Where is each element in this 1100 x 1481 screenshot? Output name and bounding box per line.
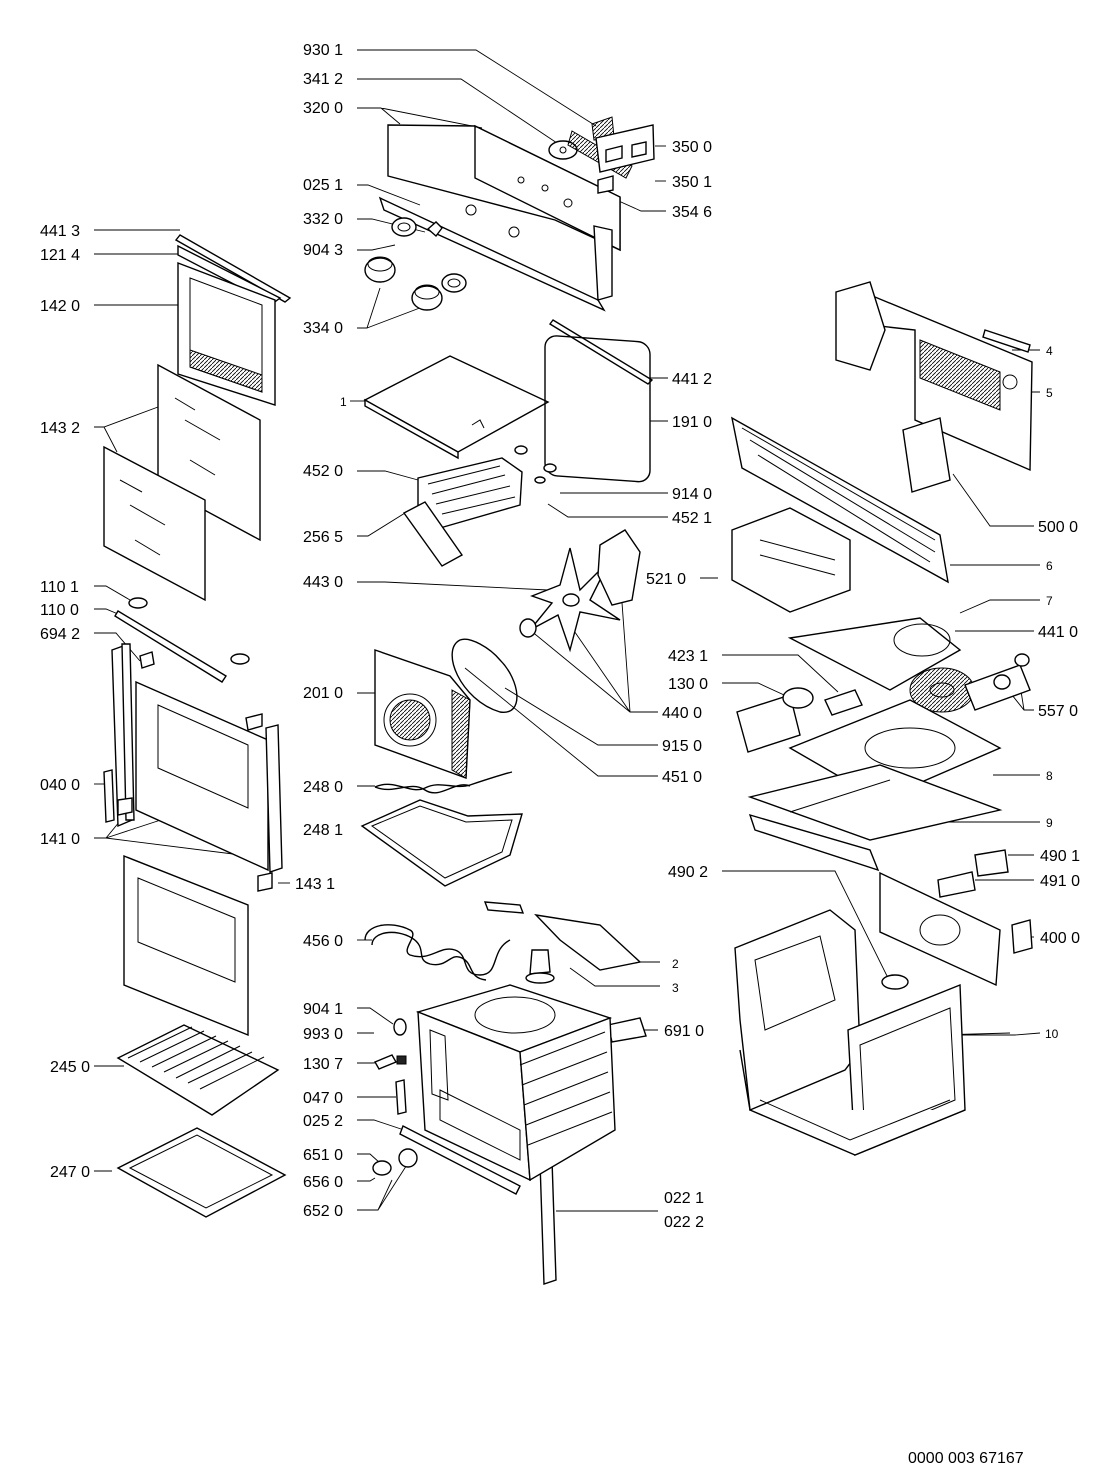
label-441-0: 441 0 [1038, 624, 1078, 641]
document-code: 0000 003 67167 [908, 1450, 1024, 1467]
label-025-1: 025 1 [303, 177, 343, 194]
label-10: 10 [1045, 1027, 1059, 1041]
label-557-0: 557 0 [1038, 703, 1078, 720]
label-130-7: 130 7 [303, 1056, 343, 1073]
label-490-1: 490 1 [1040, 848, 1080, 865]
label-441-3: 441 3 [40, 223, 80, 240]
label-651-0: 651 0 [303, 1147, 343, 1164]
label-491-0: 491 0 [1040, 873, 1080, 890]
label-121-4: 121 4 [40, 247, 80, 264]
part-labels: 930 1 341 2 320 0 350 0 350 1 025 1 354 … [40, 42, 1080, 1231]
label-320-0: 320 0 [303, 100, 343, 117]
label-040-0: 040 0 [40, 777, 80, 794]
label-423-1: 423 1 [668, 648, 708, 665]
label-441-2: 441 2 [672, 371, 712, 388]
label-110-0: 110 0 [40, 602, 79, 619]
leader-lines [94, 49, 1041, 1212]
label-452-0: 452 0 [303, 463, 343, 480]
label-022-2: 022 2 [664, 1214, 704, 1231]
label-1: 1 [340, 395, 347, 409]
label-247-0: 247 0 [50, 1164, 90, 1181]
label-656-0: 656 0 [303, 1174, 343, 1191]
label-248-1: 248 1 [303, 822, 343, 839]
label-022-1: 022 1 [664, 1190, 704, 1207]
label-354-6: 354 6 [672, 204, 712, 221]
label-143-2: 143 2 [40, 420, 80, 437]
label-440-0: 440 0 [662, 705, 702, 722]
label-141-0: 141 0 [40, 831, 80, 848]
label-914-0: 914 0 [672, 486, 712, 503]
label-490-2: 490 2 [668, 864, 708, 881]
rack-tray-group [116, 1024, 287, 1218]
label-652-0: 652 0 [303, 1203, 343, 1220]
label-2: 2 [672, 957, 679, 971]
label-993-0: 993 0 [303, 1026, 343, 1043]
label-5: 5 [1046, 386, 1053, 400]
label-400-0: 400 0 [1040, 930, 1080, 947]
label-047-0: 047 0 [303, 1090, 343, 1107]
label-930-1: 930 1 [303, 42, 343, 59]
label-500-0: 500 0 [1038, 519, 1078, 536]
label-191-0: 191 0 [672, 414, 712, 431]
label-456-0: 456 0 [303, 933, 343, 950]
label-7: 7 [1046, 594, 1053, 608]
rear-electronics-group [731, 281, 1033, 1157]
label-025-2: 025 2 [303, 1113, 343, 1130]
label-452-1: 452 1 [672, 510, 712, 527]
label-201-0: 201 0 [303, 685, 343, 702]
label-6: 6 [1046, 559, 1053, 573]
label-350-1: 350 1 [672, 174, 712, 191]
label-341-2: 341 2 [303, 71, 343, 88]
label-245-0: 245 0 [50, 1059, 90, 1076]
door-parts-group [103, 234, 292, 1037]
label-350-0: 350 0 [672, 139, 712, 156]
oven-cavity [415, 984, 616, 1182]
label-130-0: 130 0 [668, 676, 708, 693]
label-9: 9 [1046, 816, 1053, 830]
label-142-0: 142 0 [40, 298, 80, 315]
label-443-0: 443 0 [303, 574, 343, 591]
label-256-5: 256 5 [303, 529, 343, 546]
control-panel-group [364, 116, 655, 312]
label-3: 3 [672, 981, 679, 995]
oven-interior-group [360, 319, 654, 1285]
label-110-1: 110 1 [40, 579, 79, 596]
label-904-3: 904 3 [303, 242, 343, 259]
label-451-0: 451 0 [662, 769, 702, 786]
label-694-2: 694 2 [40, 626, 80, 643]
label-904-1: 904 1 [303, 1001, 343, 1018]
label-143-1: 143 1 [295, 876, 335, 893]
label-334-0: 334 0 [303, 320, 343, 337]
label-691-0: 691 0 [664, 1023, 704, 1040]
label-8: 8 [1046, 769, 1053, 783]
label-4: 4 [1046, 344, 1053, 358]
label-521-0: 521 0 [646, 571, 686, 588]
label-332-0: 332 0 [303, 211, 343, 228]
label-248-0: 248 0 [303, 779, 343, 796]
label-915-0: 915 0 [662, 738, 702, 755]
